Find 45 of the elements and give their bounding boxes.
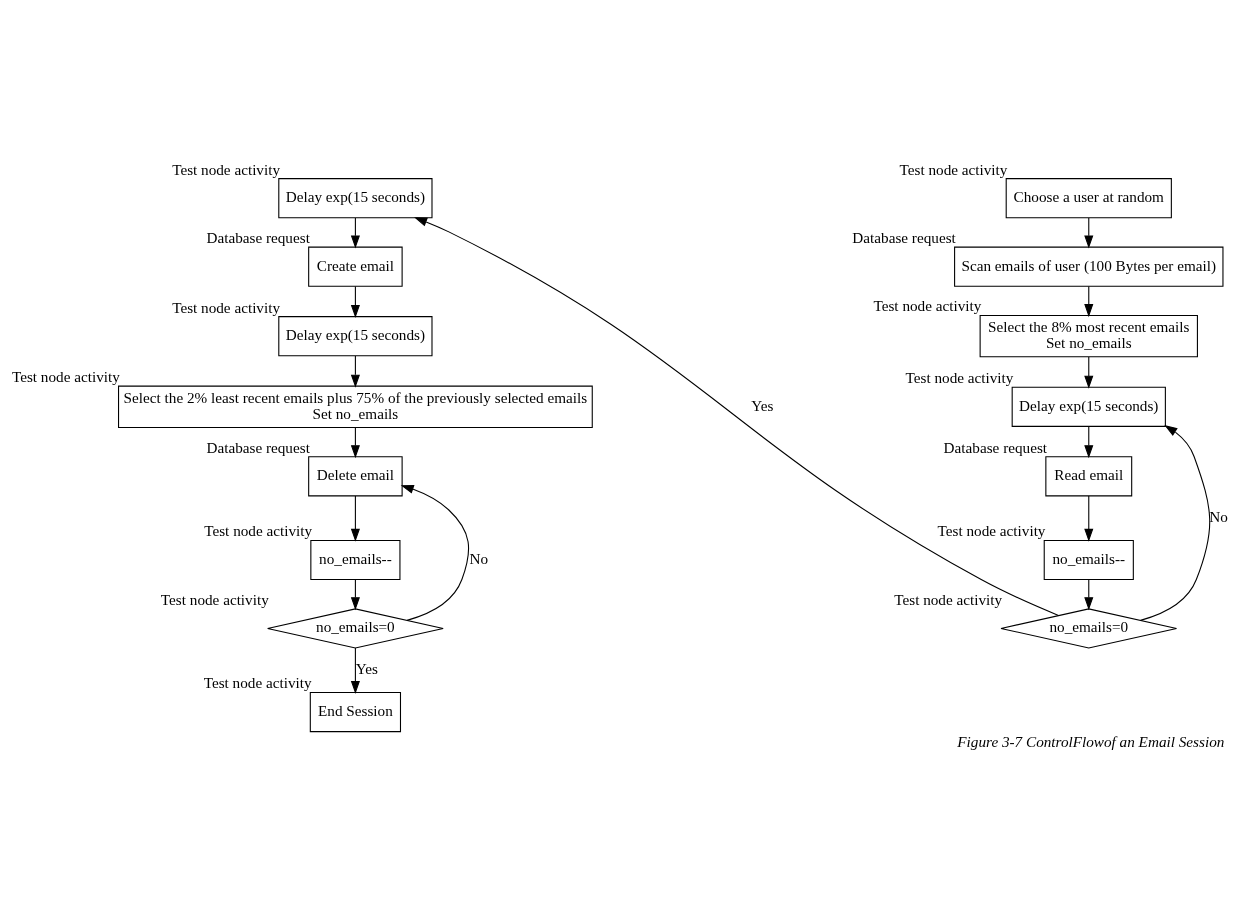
node-box: Create email bbox=[308, 246, 403, 287]
arrow bbox=[1084, 356, 1094, 389]
edge-label: No bbox=[469, 549, 489, 567]
node-box: Scan emails of user (100 Bytes per email) bbox=[954, 246, 1224, 287]
node-label: Test node activity bbox=[937, 521, 1046, 539]
arrow bbox=[1084, 425, 1094, 458]
node-label: Test node activity bbox=[873, 296, 982, 314]
node-box: Delete email bbox=[308, 455, 403, 496]
edge-label: Yes bbox=[751, 396, 774, 414]
node-box: Delay exp(15 seconds) bbox=[278, 177, 433, 218]
arrow bbox=[400, 484, 470, 621]
node-diamond: no_emails=0 bbox=[267, 607, 444, 649]
node-label: Test node activity bbox=[204, 521, 313, 539]
caption: Figure 3-7 ControlFlowof an Email Session bbox=[957, 732, 1225, 750]
arrow bbox=[350, 285, 360, 318]
arrow bbox=[350, 354, 360, 388]
node-label: Test node activity bbox=[160, 590, 269, 608]
node-label: Test node activity bbox=[899, 160, 1008, 178]
node-label: Database request bbox=[943, 438, 1048, 456]
node-label: Test node activity bbox=[172, 298, 281, 315]
arrow bbox=[350, 494, 360, 542]
node-box: no_emails-- bbox=[1043, 539, 1134, 580]
arrow bbox=[414, 216, 1060, 616]
node-box: Select the 2% least recent emails plus 75% of the previously selected emails Set no_emails bbox=[118, 385, 593, 428]
node-label: Test node activity bbox=[172, 160, 281, 178]
node-label: Test node activity bbox=[203, 673, 312, 691]
arrow bbox=[1084, 494, 1094, 542]
node-label: Database request bbox=[852, 228, 956, 246]
node-box: End Session bbox=[309, 691, 402, 732]
node-box: Delay exp(15 seconds) bbox=[1011, 386, 1166, 427]
node-box: Read email bbox=[1045, 455, 1133, 496]
node-box: Choose a user at random bbox=[1005, 177, 1172, 218]
node-label: Test node activity bbox=[894, 590, 1003, 608]
node-diamond: no_emails=0 bbox=[1000, 607, 1178, 649]
node-label: Test node activity bbox=[11, 367, 120, 385]
node-label: Database request bbox=[206, 228, 310, 246]
node-box: Delay exp(15 seconds) bbox=[278, 315, 433, 356]
node-box: Select the 8% most recent emails Set no_emails bbox=[979, 314, 1198, 357]
edge-label: Yes bbox=[355, 659, 378, 677]
arrow bbox=[350, 647, 360, 694]
node-label: Test node activity bbox=[905, 368, 1014, 386]
node-box: no_emails-- bbox=[310, 539, 401, 580]
arrow bbox=[1140, 424, 1211, 621]
arrow bbox=[1084, 285, 1094, 317]
node-label: Database request bbox=[206, 438, 310, 456]
